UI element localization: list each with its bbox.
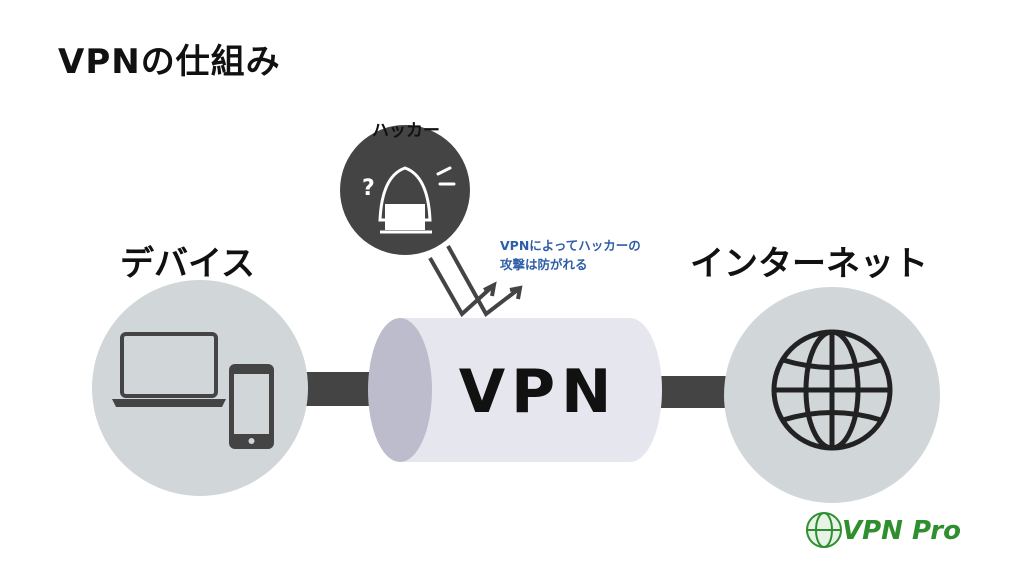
deflect-arrows-icon: [428, 245, 523, 318]
attack-note: VPNによってハッカーの 攻撃は防がれる: [500, 236, 641, 274]
vpn-label: VPN: [459, 357, 618, 427]
brand-logo-text: VPN Pro: [842, 516, 961, 546]
page-title: VPNの仕組み: [58, 42, 281, 82]
hacker-label: ハッカー: [372, 121, 440, 141]
devices-label: デバイス: [120, 244, 255, 284]
hacker-circle: [340, 125, 470, 255]
internet-label: インターネット: [690, 244, 928, 284]
question-mark-icon: ?: [362, 176, 375, 201]
note-line-2: 攻撃は防がれる: [500, 257, 588, 272]
laptop-icon: [112, 332, 226, 407]
vpn-tunnel: [368, 318, 662, 462]
smartphone-icon: [229, 364, 274, 449]
note-line-1: VPNによってハッカーの: [500, 238, 641, 253]
hacker-icon: [378, 166, 456, 234]
globe-icon: [771, 329, 893, 451]
brand-globe-icon: [806, 512, 842, 548]
cable-right: [655, 376, 735, 408]
